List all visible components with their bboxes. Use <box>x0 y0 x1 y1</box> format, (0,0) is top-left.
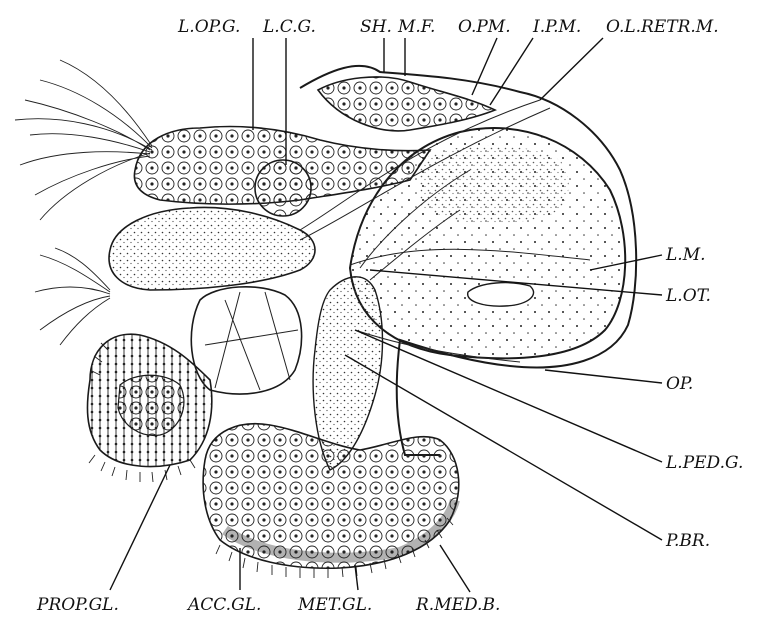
label-m-f: M.F. <box>397 17 435 37</box>
label-l-ot: L.OT. <box>665 286 711 306</box>
top-labels: L.OP.G. L.C.G. SH. M.F. O.PM. I.P.M. O.L… <box>177 17 719 37</box>
label-l-op-g: L.OP.G. <box>177 17 240 37</box>
bottom-labels: PROP.GL. ACC.GL. MET.GL. R.MED.B. <box>36 595 500 615</box>
label-sh: SH. <box>360 17 392 37</box>
cerebral-ganglion <box>255 160 311 216</box>
section-drawing <box>15 60 636 578</box>
label-r-med-b: R.MED.B. <box>415 595 500 615</box>
label-met-gl: MET.GL. <box>297 595 372 615</box>
lower-tentacles <box>35 248 110 345</box>
label-l-c-g: L.C.G. <box>262 17 316 37</box>
central-cavity <box>468 283 534 307</box>
inner-stippled-cap <box>420 145 569 224</box>
middle-lobe <box>109 207 315 290</box>
label-l-ped-g: L.PED.G. <box>665 453 743 473</box>
label-i-p-m: I.P.M. <box>532 17 581 37</box>
right-labels: L.M. L.OT. OP. L.PED.G. P.BR. <box>665 245 743 551</box>
label-l-m: L.M. <box>665 245 706 265</box>
label-acc-gl: ACC.GL. <box>186 595 261 615</box>
label-op: OP. <box>666 374 693 394</box>
muscle-fold-lobe <box>318 77 495 131</box>
label-o-pm: O.PM. <box>458 17 511 37</box>
label-p-br: P.BR. <box>665 531 710 551</box>
label-prop-gl: PROP.GL. <box>36 595 119 615</box>
label-o-l-retr-m: O.L.RETR.M. <box>606 17 719 37</box>
upper-tentacles <box>15 60 152 220</box>
